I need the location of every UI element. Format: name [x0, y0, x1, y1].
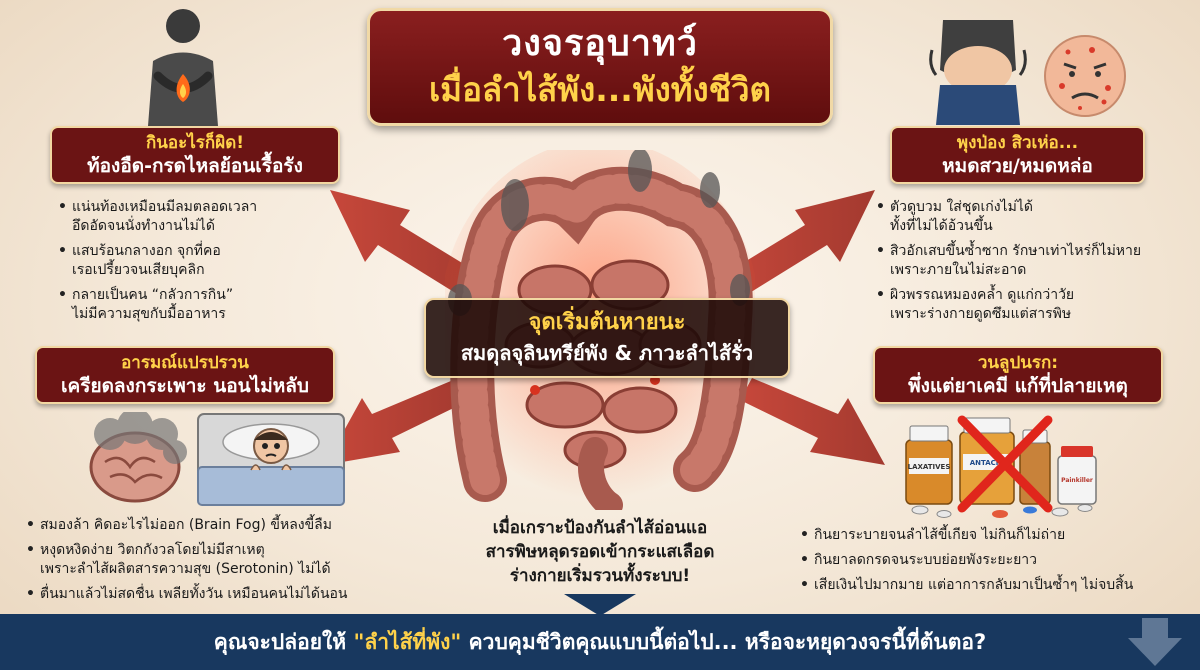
center-explanation-line3: ร่างกายเริ่มรวนทั้งระบบ! [509, 566, 691, 586]
title-line2: เมื่อลำไส้พัง...พังทั้งชีวิต [429, 70, 771, 109]
header-top-left-line1: กินอะไรก็ผิด! [146, 133, 244, 153]
list-item: กินยาระบายจนลำไส้ขี้เกียจ ไม่กินก็ไม่ถ่า… [800, 526, 1190, 545]
bullets-top-left: แน่นท้องเหมือนมีลมตลอดเวลาอึดอัดจนนั่งทำ… [58, 198, 358, 330]
list-item: กลายเป็นคน “กลัวการกิน”ไม่มีความสุขกับมื… [58, 286, 358, 324]
header-top-left: กินอะไรก็ผิด! ท้องอืด-กรดไหลย้อนเรื้อรัง [50, 126, 340, 184]
bloated-belly-illustration [929, 20, 1027, 125]
title-line1: วงจรอุบาทว์ [502, 23, 698, 64]
acne-face-illustration [1044, 35, 1126, 117]
list-item: ตัวดูบวม ใส่ชุดเก่งไม่ได้ทั้งที่ไม่ได้อ้… [876, 198, 1196, 236]
header-top-right-line2: หมดสวย/หมดหล่อ [942, 155, 1093, 177]
cross-mark-icon [957, 415, 1053, 513]
medicine-bottles-illustration: LAXATIVES ANTACID Painkiller [905, 415, 1097, 518]
list-item: กินยาลดกรดจนระบบย่อยพังระยะยาว [800, 551, 1190, 570]
chevron-down-icon [564, 594, 636, 616]
header-top-left-line2: ท้องอืด-กรดไหลย้อนเรื้อรัง [87, 155, 303, 177]
bottle-label-antacid: ANTACID [970, 459, 1005, 467]
bullets-bottom-left: สมองล้า คิดอะไรไม่ออก (Brain Fog) ขี้หลง… [26, 516, 406, 610]
list-item: แน่นท้องเหมือนมีลมตลอดเวลาอึดอัดจนนั่งทำ… [58, 198, 358, 236]
bottom-suffix: ควบคุมชีวิตคุณแบบนี้ต่อไป... หรือจะหยุดว… [461, 630, 987, 654]
list-item: เสียเงินไปมากมาย แต่อาการกลับมาเป็นซ้ำๆ … [800, 576, 1190, 595]
header-bottom-right-line2: พึ่งแต่ยาเคมี แก้ที่ปลายเหตุ [908, 375, 1128, 397]
header-bottom-right: วนลูปนรก: พึ่งแต่ยาเคมี แก้ที่ปลายเหตุ [873, 346, 1163, 404]
arrow-bottom-right [740, 378, 885, 465]
header-bottom-left: อารมณ์แปรปรวน เครียดลงกระเพาะ นอนไม่หลับ [35, 346, 335, 404]
bullets-bottom-right: กินยาระบายจนลำไส้ขี้เกียจ ไม่กินก็ไม่ถ่า… [800, 526, 1190, 601]
list-item: ตื่นมาแล้วไม่สดชื่น เพลียทั้งวัน เหมือนค… [26, 585, 406, 604]
person-heartburn-illustration [148, 9, 218, 126]
list-item: ผิวพรรณหมองคล้ำ ดูแก่กว่าวัยเพราะร่างกาย… [876, 286, 1196, 324]
header-bottom-right-line1: วนลูปนรก: [977, 353, 1059, 373]
arrow-top-right [715, 190, 875, 302]
header-top-right: พุงป่อง สิวเห่อ... หมดสวย/หมดหล่อ [890, 126, 1145, 184]
header-top-right-line1: พุงป่อง สิวเห่อ... [956, 133, 1079, 153]
down-arrow-icon [1128, 618, 1182, 666]
bottle-label-painkiller: Painkiller [1061, 477, 1093, 484]
bottom-highlight: "ลำไส้ที่พัง" [353, 630, 462, 654]
list-item: สมองล้า คิดอะไรไม่ออก (Brain Fog) ขี้หลง… [26, 516, 406, 535]
center-explanation-line1: เมื่อเกราะป้องกันลำไส้อ่อนแอ [492, 518, 708, 538]
bullets-top-right: ตัวดูบวม ใส่ชุดเก่งไม่ได้ทั้งที่ไม่ได้อ้… [876, 198, 1196, 330]
center-explanation: เมื่อเกราะป้องกันลำไส้อ่อนแอ สารพิษหลุดร… [430, 516, 770, 588]
arrow-bottom-left [325, 378, 470, 465]
header-bottom-left-line1: อารมณ์แปรปรวน [121, 353, 249, 373]
sleepless-person-illustration [197, 413, 345, 506]
bottle-label-laxatives: LAXATIVES [908, 463, 951, 471]
center-explanation-line2: สารพิษหลุดรอดเข้ากระแสเลือด [485, 542, 715, 562]
bottom-call-to-action: คุณจะปล่อยให้ "ลำไส้ที่พัง" ควบคุมชีวิตค… [0, 614, 1200, 670]
center-callout: จุดเริ่มต้นหายนะ สมดุลจุลินทรีย์พัง & ภา… [424, 298, 790, 378]
center-callout-line2: สมดุลจุลินทรีย์พัง & ภาวะลำไส้รั่ว [460, 341, 754, 365]
list-item: หงุดหงิดง่าย วิตกกังวลโดยไม่มีสาเหตุเพรา… [26, 541, 406, 579]
header-bottom-left-line2: เครียดลงกระเพาะ นอนไม่หลับ [61, 375, 309, 397]
list-item: แสบร้อนกลางอก จุกที่คอเรอเปรี้ยวจนเสียบุ… [58, 242, 358, 280]
list-item: สิวอักเสบขึ้นซ้ำซาก รักษาเท่าไหร่ก็ไม่หา… [876, 242, 1196, 280]
title-banner: วงจรอุบาทว์ เมื่อลำไส้พัง...พังทั้งชีวิต [367, 8, 833, 126]
bottom-prefix: คุณจะปล่อยให้ [213, 630, 354, 654]
foggy-brain-illustration [89, 412, 187, 503]
center-callout-line1: จุดเริ่มต้นหายนะ [528, 310, 686, 335]
